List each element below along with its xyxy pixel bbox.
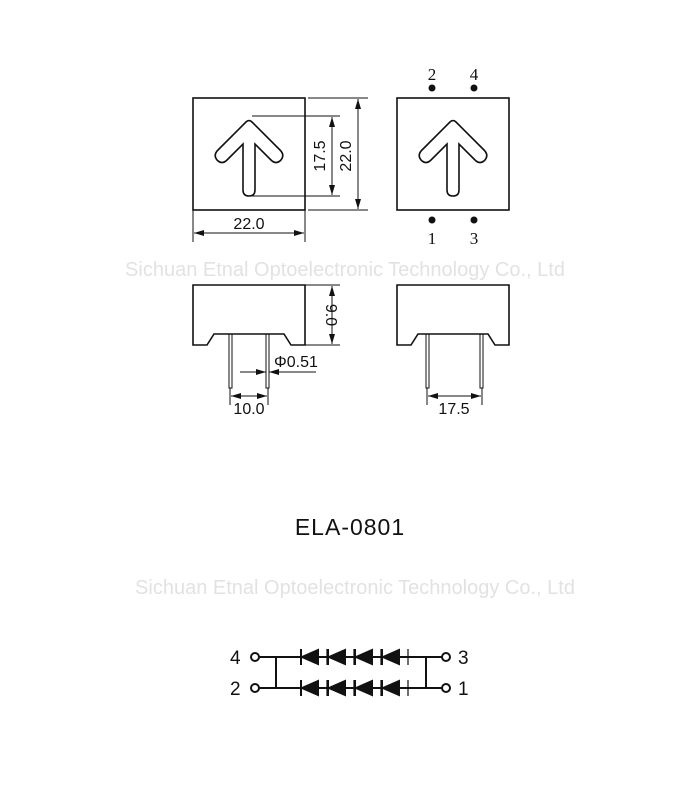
diode-triangle bbox=[380, 679, 400, 697]
terminal-2: 2 bbox=[230, 679, 241, 700]
watermark-2: Sichuan Etnal Optoelectronic Technology … bbox=[135, 577, 575, 599]
dim-pin-diameter: Φ0.51 bbox=[274, 354, 318, 371]
pin-dots bbox=[428, 84, 478, 224]
pin-label-2: 2 bbox=[428, 65, 437, 84]
terminal-4: 4 bbox=[230, 648, 241, 669]
front-view-dimensioned bbox=[192, 97, 368, 242]
side-view-right bbox=[396, 284, 510, 405]
diode-triangle bbox=[380, 648, 400, 666]
terminal-circle bbox=[441, 683, 451, 693]
terminal-circle bbox=[250, 652, 260, 662]
pin-label-3: 3 bbox=[470, 229, 479, 248]
diode-triangle bbox=[353, 648, 373, 666]
diode-triangle bbox=[326, 648, 346, 666]
dim-height: 22.0 bbox=[338, 140, 355, 171]
dim-pin-pitch-a: 10.0 bbox=[233, 401, 264, 418]
diode-triangle bbox=[326, 679, 346, 697]
terminal-circle bbox=[250, 683, 260, 693]
dim-depth: 9.0 bbox=[322, 304, 339, 326]
diode-triangle bbox=[299, 679, 319, 697]
diode-triangle bbox=[353, 679, 373, 697]
terminal-3: 3 bbox=[458, 648, 469, 669]
dim-arrow-height: 17.5 bbox=[312, 140, 329, 171]
model-name: ELA-0801 bbox=[295, 514, 405, 540]
side-view-dimensioned bbox=[192, 284, 340, 405]
dim-width: 22.0 bbox=[233, 216, 264, 233]
watermark-1: Sichuan Etnal Optoelectronic Technology … bbox=[125, 259, 565, 281]
diode-triangle bbox=[299, 648, 319, 666]
dim-pin-pitch-b: 17.5 bbox=[438, 401, 469, 418]
pin-label-4: 4 bbox=[470, 65, 479, 84]
circuit-schematic bbox=[250, 648, 451, 697]
terminal-1: 1 bbox=[458, 679, 469, 700]
pin-label-1: 1 bbox=[428, 229, 437, 248]
front-view-pins bbox=[396, 97, 510, 211]
terminal-circle bbox=[441, 652, 451, 662]
